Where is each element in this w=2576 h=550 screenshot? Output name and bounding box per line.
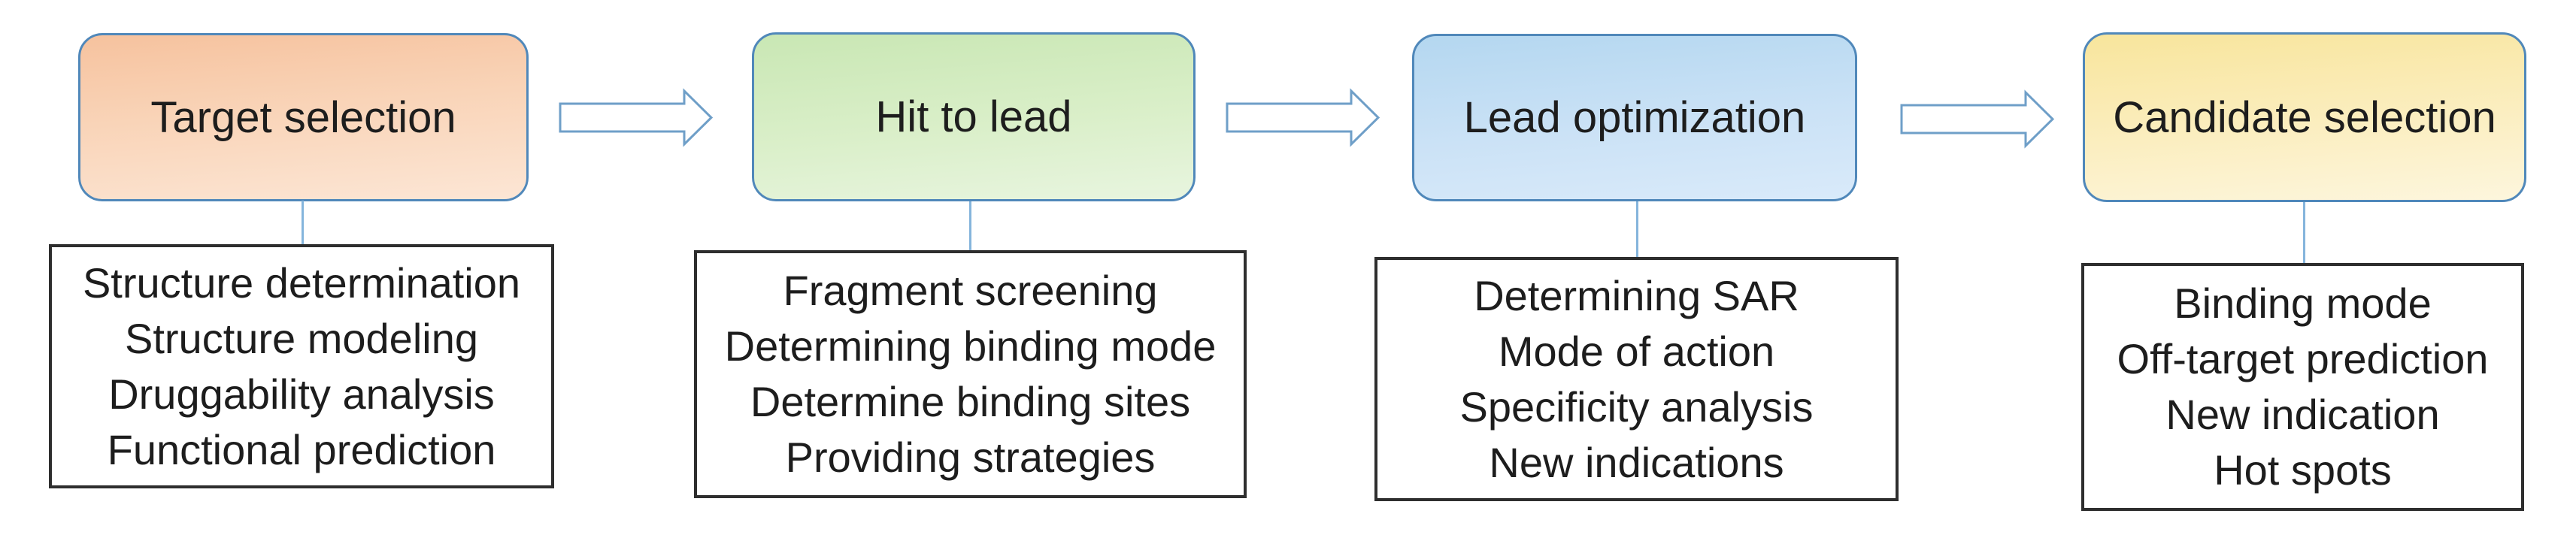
flow-arrow-icon xyxy=(1226,88,1380,147)
detail-item: Off-target prediction xyxy=(2117,335,2489,382)
stage-box-hit-to-lead: Hit to lead xyxy=(752,32,1196,201)
detail-item: Determining binding mode xyxy=(724,322,1217,370)
detail-item: Hot spots xyxy=(2214,446,2392,494)
detail-item: Functional prediction xyxy=(107,425,496,473)
stage-box-lead-optimization: Lead optimization xyxy=(1412,34,1857,201)
stage-title: Target selection xyxy=(150,92,456,142)
flow-arrow-icon xyxy=(559,88,714,147)
detail-item: Mode of action xyxy=(1498,327,1775,375)
detail-item: Determining SAR xyxy=(1474,271,1799,319)
detail-item: Structure modeling xyxy=(124,314,478,362)
detail-box-hit-to-lead: Fragment screening Determining binding m… xyxy=(694,250,1247,498)
detail-item: Specificity analysis xyxy=(1459,382,1814,431)
detail-box-candidate-selection: Binding mode Off-target prediction New i… xyxy=(2081,263,2524,511)
detail-box-lead-optimization: Determining SAR Mode of action Specifici… xyxy=(1374,257,1899,501)
connector-line xyxy=(302,201,304,244)
connector-line xyxy=(2303,202,2305,263)
detail-item: Determine binding sites xyxy=(750,378,1191,425)
detail-item: New indications xyxy=(1489,438,1784,486)
detail-box-target-selection: Structure determination Structure modeli… xyxy=(49,244,554,488)
detail-item: Providing strategies xyxy=(785,434,1156,481)
detail-item: New indication xyxy=(2165,391,2440,438)
detail-item: Fragment screening xyxy=(783,267,1158,314)
stage-title: Lead optimization xyxy=(1463,93,1806,142)
stage-title: Hit to lead xyxy=(875,92,1072,141)
flow-arrow-icon xyxy=(1900,89,2055,149)
detail-item: Druggability analysis xyxy=(108,370,495,418)
stage-box-candidate-selection: Candidate selection xyxy=(2083,32,2526,202)
connector-line xyxy=(1636,201,1638,257)
connector-line xyxy=(969,201,971,250)
detail-item: Binding mode xyxy=(2174,280,2432,327)
stage-title: Candidate selection xyxy=(2113,92,2496,142)
stage-box-target-selection: Target selection xyxy=(78,33,529,201)
detail-item: Structure determination xyxy=(82,258,521,307)
